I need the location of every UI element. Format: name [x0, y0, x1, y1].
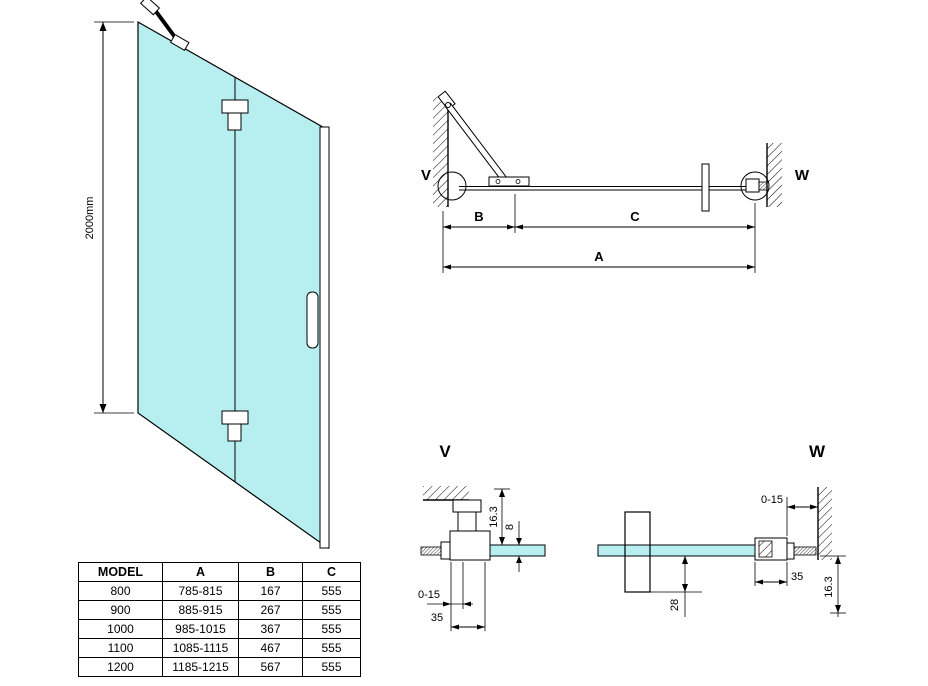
table-cell: 467	[238, 638, 303, 658]
table-cell: 555	[302, 619, 361, 639]
table-cell: 167	[238, 581, 303, 601]
detail-w-drawing: W 0-15	[597, 442, 846, 617]
table-cell: 785-815	[162, 581, 239, 601]
table-cell: 555	[302, 638, 361, 658]
detail-w-wall-gap-label: 16.3	[823, 576, 835, 597]
table-cell: 567	[238, 657, 303, 677]
table-cell: 1000	[78, 619, 163, 639]
detail-v-adjust-label: 0-15	[418, 589, 440, 601]
detail-marker-v-label: V	[421, 167, 431, 184]
wall-profile-bar	[319, 126, 330, 549]
detail-marker-w-label: W	[795, 167, 810, 184]
detail-v-dimension-adjust: 0-15	[418, 589, 473, 607]
dimension-a: A	[443, 249, 755, 270]
table-cell: 267	[238, 600, 303, 620]
table-header-b: B	[238, 562, 303, 582]
detail-v-title: V	[439, 442, 451, 461]
detail-v-hinge-assembly	[449, 499, 491, 561]
table-header-model: MODEL	[78, 562, 163, 582]
table-row: 1100 1085-1115 467 555	[78, 638, 361, 658]
detail-v-wall-gap-label: 16.3	[488, 506, 500, 527]
detail-w-dimension-bracket-depth: 28	[648, 556, 702, 617]
front-view-drawing: 2000mm	[84, 0, 330, 550]
table-cell: 1100	[78, 638, 163, 658]
table-row: 900 885-915 267 555	[78, 600, 361, 620]
table-header-a: A	[162, 562, 239, 582]
left-wall-hatch	[433, 97, 449, 207]
detail-v-dimension-width: 35	[431, 612, 485, 630]
table-cell: 1200	[78, 657, 163, 677]
detail-v-glass-thickness-label: 8	[504, 524, 516, 530]
table-cell: 555	[302, 600, 361, 620]
right-wall-hatch	[766, 143, 782, 207]
bottom-hinge-icon	[221, 410, 249, 442]
detail-w-bracket-depth-label: 28	[669, 599, 681, 611]
size-table: MODEL A B C 800 785-815 167 555 900 885-…	[78, 562, 361, 677]
detail-w-glass	[597, 544, 759, 557]
detail-w-dimension-width: 35	[754, 562, 803, 586]
detail-v-dimension-glass-thickness: 8	[504, 521, 522, 572]
table-header-c: C	[302, 562, 361, 582]
detail-w-dimension-wall-gap: 16.3	[820, 555, 846, 617]
dimension-c-label: C	[630, 209, 640, 224]
table-cell: 800	[78, 581, 163, 601]
detail-w-wall-hatch	[817, 487, 832, 560]
table-cell: 1185-1215	[162, 657, 239, 677]
dimension-c: C	[515, 209, 755, 230]
detail-w-dimension-adjust: 0-15	[761, 494, 818, 536]
detail-v-threaded-rod	[420, 541, 451, 560]
wall-profile-plan	[745, 178, 768, 193]
detail-w-support-post	[624, 511, 651, 593]
detail-w-adjust-label: 0-15	[761, 494, 783, 506]
table-header-row: MODEL A B C	[78, 562, 361, 582]
table-row: 1000 985-1015 367 555	[78, 619, 361, 639]
table-cell: 555	[302, 657, 361, 677]
table-cell: 555	[302, 581, 361, 601]
height-dimension: 2000mm	[84, 21, 134, 414]
table-row: 1200 1185-1215 567 555	[78, 657, 361, 677]
wall-mount-arm	[140, 0, 190, 52]
dimension-a-label: A	[594, 249, 604, 264]
detail-w-width-label: 35	[791, 571, 803, 583]
detail-marker-w: W	[740, 167, 810, 201]
detail-v-width-label: 35	[431, 612, 443, 624]
height-dimension-label: 2000mm	[84, 197, 96, 240]
table-cell: 985-1015	[162, 619, 239, 639]
table-cell: 1085-1115	[162, 638, 239, 658]
top-hinge-icon	[221, 99, 249, 131]
pivot-arm-plan	[437, 90, 530, 187]
detail-v-drawing: V 16.3	[418, 442, 546, 631]
table-cell: 885-915	[162, 600, 239, 620]
detail-marker-v: V	[421, 167, 467, 201]
detail-v-wall-hatch	[423, 486, 469, 501]
detail-v-dimension-wall-gap: 16.3	[488, 488, 510, 545]
plan-view-drawing: V W B C A	[421, 90, 810, 273]
table-cell: 900	[78, 600, 163, 620]
detail-w-title: W	[809, 442, 826, 461]
support-bracket-plan	[701, 163, 710, 212]
table-row: 800 785-815 167 555	[78, 581, 361, 601]
dimension-b: B	[443, 209, 515, 230]
door-handle	[306, 291, 319, 349]
detail-w-profile-assembly	[754, 537, 817, 561]
dimension-b-label: B	[474, 209, 483, 224]
table-cell: 367	[238, 619, 303, 639]
